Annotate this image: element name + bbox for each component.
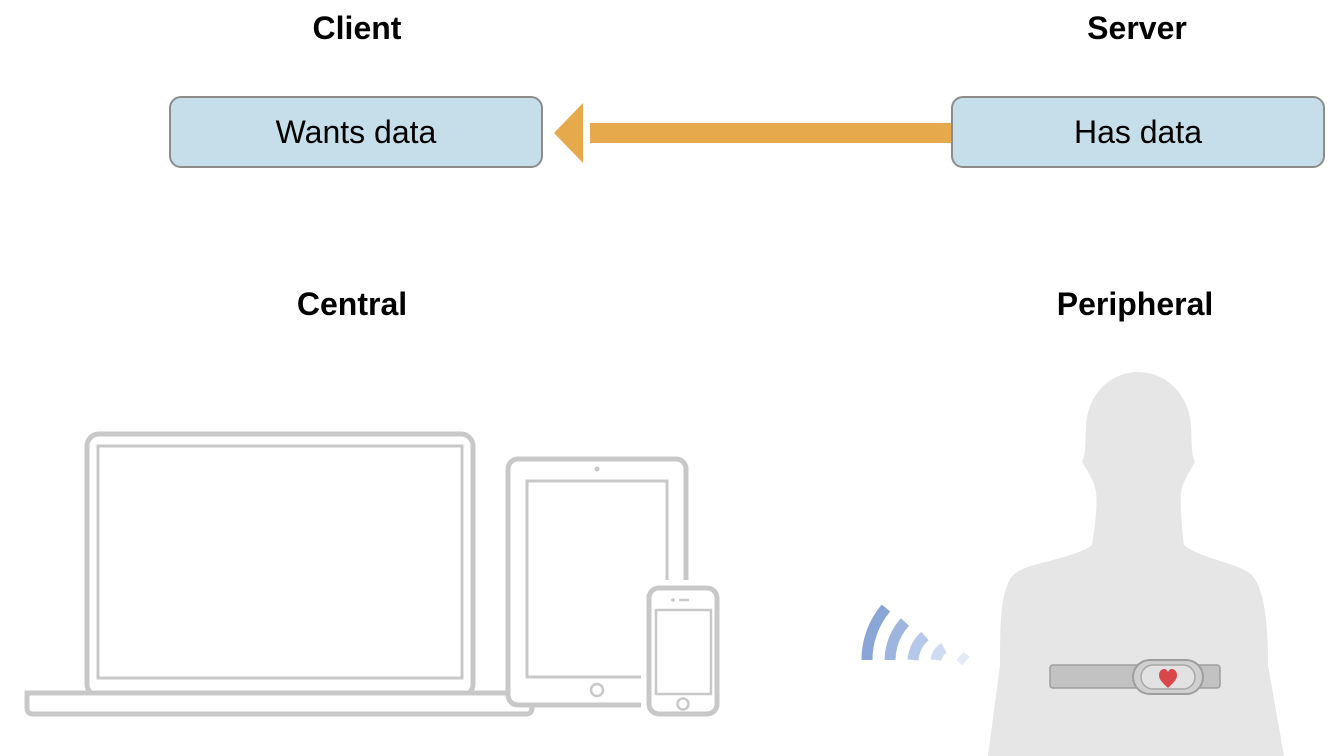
tablet-icon [505,456,689,708]
arrow-left-icon [554,103,952,163]
client-box: Wants data [169,96,543,168]
server-box: Has data [951,96,1325,168]
server-heading: Server [1087,10,1187,46]
central-heading: Central [296,286,408,322]
server-box-label: Has data [1073,113,1203,150]
client-box-label: Wants data [275,113,437,150]
peripheral-heading: Peripheral [1056,286,1214,322]
wireless-signal-icon [861,604,970,666]
heart-rate-monitor-person-icon [988,372,1284,756]
client-heading: Client [312,10,402,46]
phone-icon [641,580,725,722]
laptop-icon [24,431,535,717]
